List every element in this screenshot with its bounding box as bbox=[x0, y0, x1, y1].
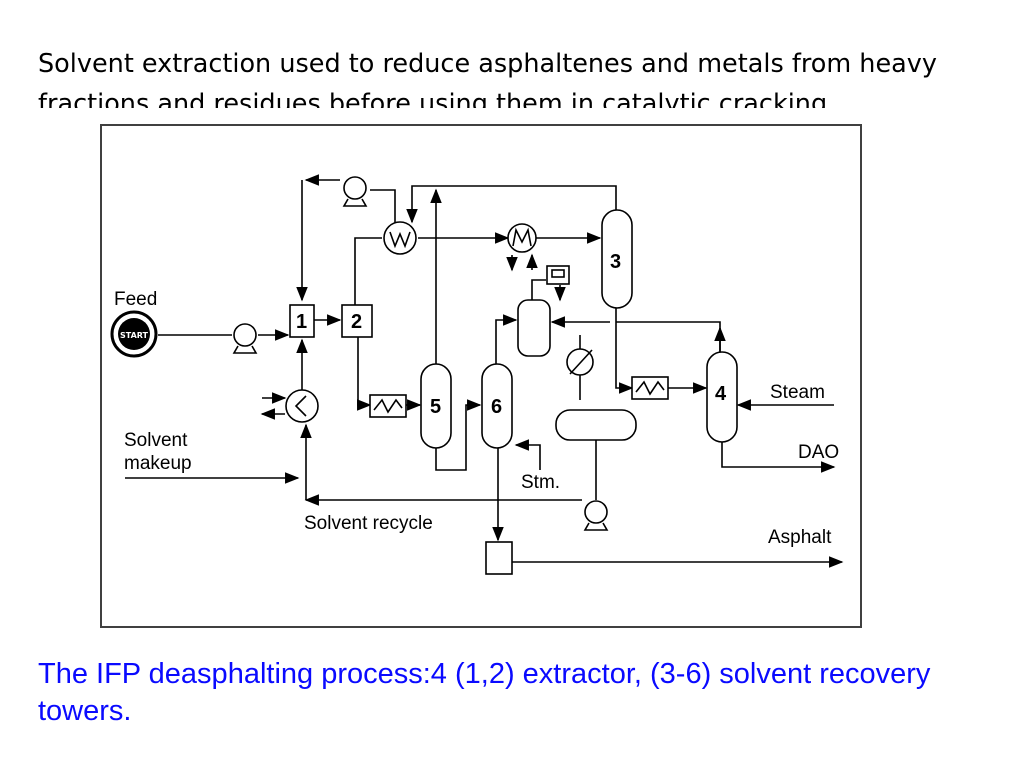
recycle-pump-base bbox=[583, 522, 609, 531]
feed-label: Feed bbox=[114, 289, 157, 310]
exchanger-w-glyph bbox=[389, 231, 411, 249]
start-label: START bbox=[120, 331, 149, 340]
feed-cooler-glyph bbox=[294, 395, 307, 417]
heater-1-glyph bbox=[373, 398, 403, 414]
unit-4-label: 4 bbox=[715, 383, 727, 405]
solvent-makeup-label-1: Solvent bbox=[124, 430, 188, 451]
start-button-inner bbox=[118, 318, 150, 350]
feed-pump-base bbox=[232, 345, 258, 354]
control-valve-slash bbox=[569, 349, 593, 375]
flash-drum bbox=[555, 409, 637, 441]
stream-labels: Feed START Solvent makeup Solvent recycl… bbox=[114, 289, 839, 548]
solvent-makeup-label-2: makeup bbox=[124, 453, 192, 474]
flow-lines bbox=[125, 174, 844, 568]
feed-cooler-icon bbox=[285, 389, 319, 423]
unit-1-box bbox=[289, 304, 315, 338]
heading-clip: Solvent extraction used to reduce asphal… bbox=[0, 0, 1024, 108]
equipment bbox=[110, 176, 738, 575]
slide-heading: Solvent extraction used to reduce asphal… bbox=[38, 49, 937, 108]
top-pump-base bbox=[342, 198, 368, 207]
unit-numbers: 1 2 3 4 5 6 bbox=[296, 251, 727, 418]
unit2-to-exchanger bbox=[354, 237, 382, 305]
unit-1-label: 1 bbox=[296, 311, 307, 333]
dao-label: DAO bbox=[798, 442, 839, 463]
unit-6-label: 6 bbox=[491, 396, 502, 418]
heater-2-glyph bbox=[635, 380, 665, 396]
dao-line bbox=[721, 440, 836, 473]
drum-to-condenser-line bbox=[531, 279, 546, 300]
tower3-overhead-line bbox=[406, 185, 617, 224]
cooler-m-glyph bbox=[512, 227, 532, 247]
feed-pump-icon bbox=[233, 323, 257, 347]
exchanger-to-top-pump bbox=[370, 189, 396, 225]
asphalt-label: Asphalt bbox=[768, 527, 832, 548]
unit-2-label: 2 bbox=[351, 311, 362, 333]
stm-line bbox=[514, 439, 541, 470]
tower-3 bbox=[601, 209, 633, 309]
top-pump-icon bbox=[343, 176, 367, 200]
reflux-drum bbox=[517, 299, 551, 357]
tower5-to-tower6-line bbox=[435, 399, 482, 471]
heat-exchanger-w-icon bbox=[383, 221, 417, 255]
tower-6 bbox=[481, 363, 513, 449]
condenser-inner bbox=[551, 269, 565, 278]
unit2-to-heater-line bbox=[357, 336, 372, 411]
tower-4 bbox=[706, 351, 738, 443]
asphalt-receiver bbox=[485, 541, 513, 575]
tower3-bottoms-line bbox=[615, 305, 634, 394]
stm-label: Stm. bbox=[521, 472, 560, 493]
solvent-recycle-label: Solvent recycle bbox=[304, 513, 433, 534]
tower6-to-drum-line bbox=[495, 314, 518, 365]
unit-3-label: 3 bbox=[610, 251, 621, 273]
tower-5 bbox=[420, 363, 452, 449]
slide-caption: The IFP deasphalting process:4 (1,2) ext… bbox=[38, 658, 931, 727]
tower3-to-tower4-top-line bbox=[616, 321, 721, 352]
unit-5-label: 5 bbox=[430, 396, 441, 418]
unit-2-box bbox=[341, 304, 373, 338]
recycle-pump-icon bbox=[584, 500, 608, 524]
steam-label: Steam bbox=[770, 382, 825, 403]
cooler-m-icon bbox=[507, 223, 537, 253]
